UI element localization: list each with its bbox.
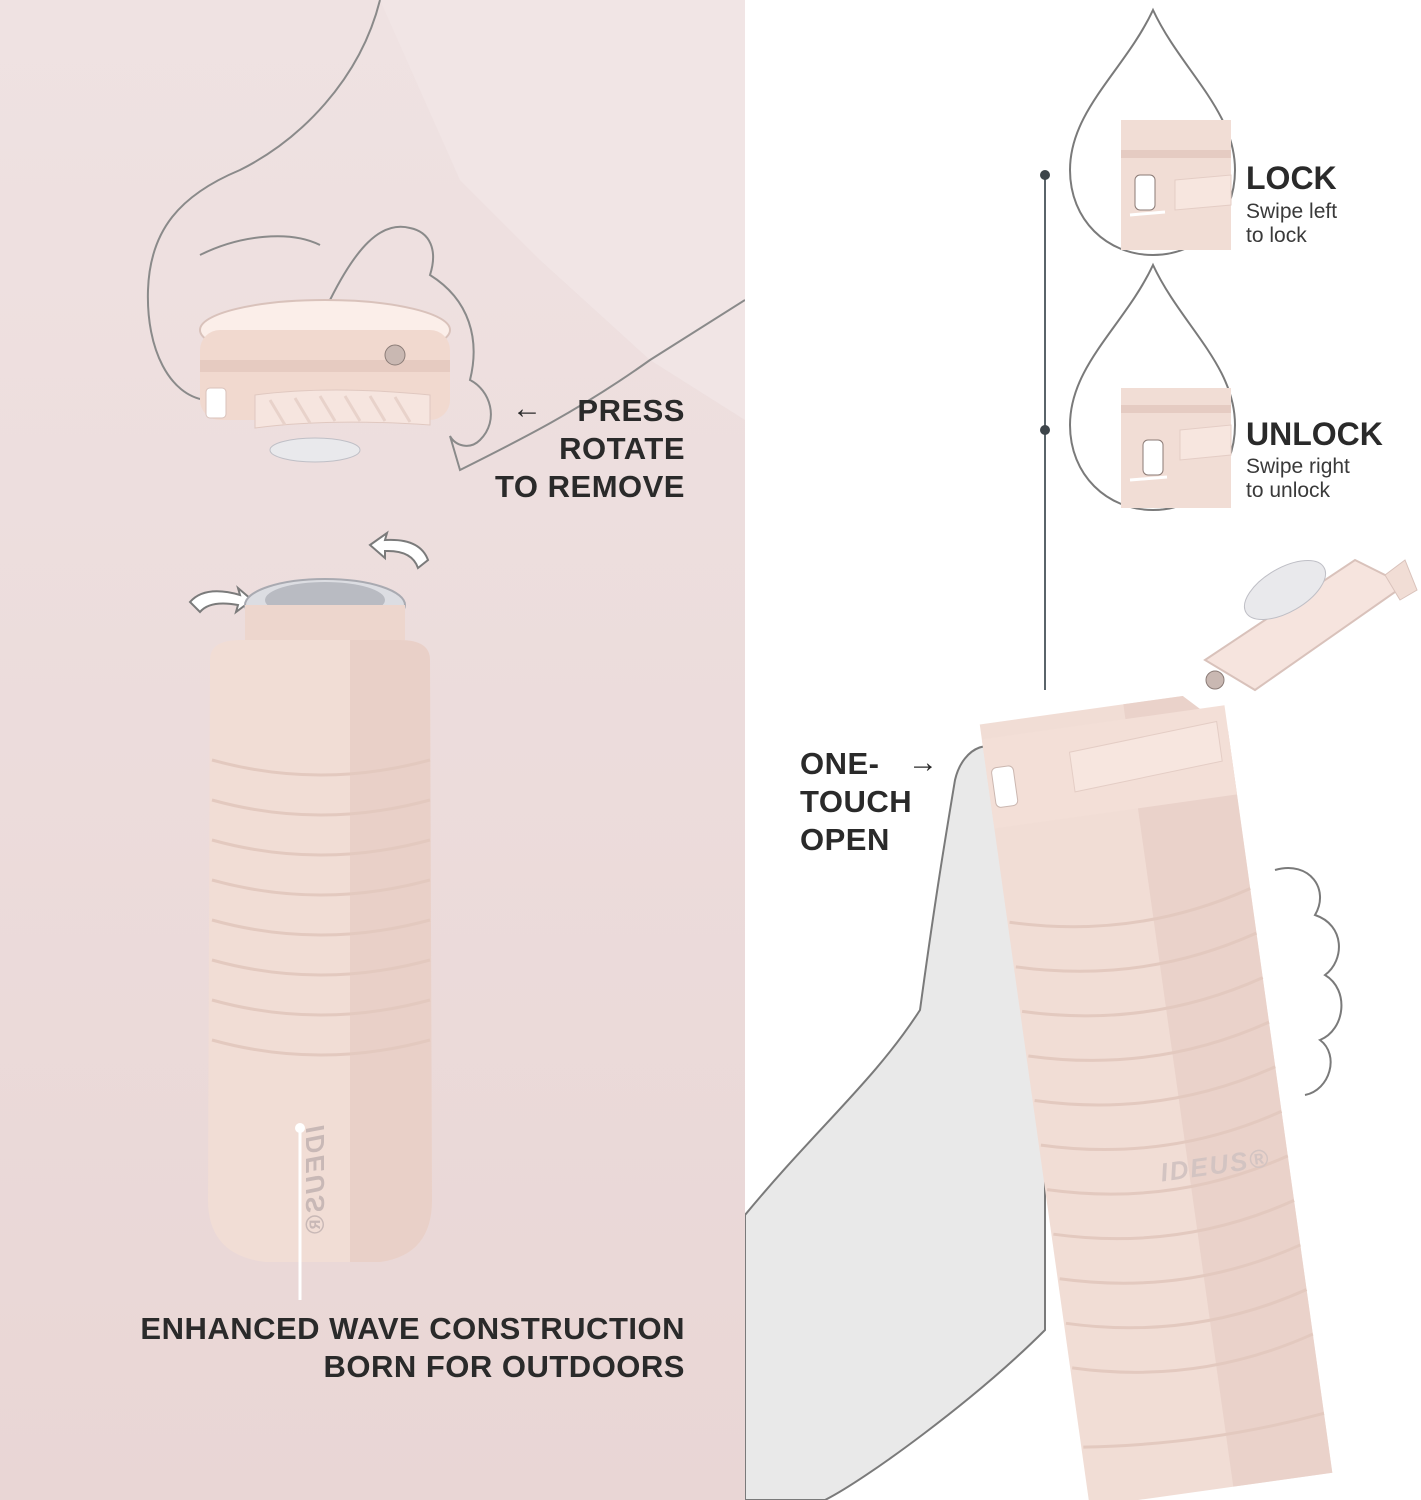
press-rotate-label: PRESS ROTATE TO REMOVE	[470, 392, 685, 505]
onetouch-line-2: TOUCH	[800, 783, 913, 819]
press-label-line-2: ROTATE	[559, 430, 685, 466]
unlock-subtitle-line-1: Swipe right	[1246, 455, 1350, 478]
brand-logo-left: IDEUS®	[300, 1125, 330, 1236]
wave-label-line-2: BORN FOR OUTDOORS	[323, 1348, 685, 1384]
left-illustration	[146, 0, 745, 1300]
press-label-line-1: PRESS	[577, 393, 685, 428]
hand-illustration-right	[745, 745, 1046, 1500]
unlock-subtitle: Swipe right to unlock	[1246, 455, 1406, 503]
onetouch-line-1: ONE-	[800, 746, 880, 781]
open-lid-illustration	[1203, 558, 1418, 692]
rotate-arrow-left	[188, 585, 254, 615]
wave-label-line-1: ENHANCED WAVE CONSTRUCTION	[140, 1311, 685, 1346]
lock-subtitle-line-2: to lock	[1246, 224, 1307, 248]
lock-subtitle: Swipe left to lock	[1246, 200, 1406, 248]
unlock-title: UNLOCK	[1246, 416, 1383, 452]
press-label-line-3: TO REMOVE	[495, 468, 685, 504]
lock-drop-illustration	[1068, 7, 1237, 257]
lid-illustration	[199, 299, 451, 463]
right-panel	[745, 0, 1421, 1500]
bottle-illustration-right	[979, 695, 1333, 1500]
one-touch-open-label: ONE- TOUCH OPEN	[800, 745, 912, 858]
unlock-drop-illustration	[1068, 262, 1237, 512]
unlock-subtitle-line-2: to unlock	[1246, 479, 1331, 503]
right-illustration	[745, 7, 1418, 1500]
press-arrow-icon: ←	[512, 392, 542, 425]
hand-outline-top	[146, 0, 745, 472]
onetouch-line-3: OPEN	[800, 821, 890, 857]
left-panel: ← PRESS ROTATE TO REMOVE IDEUS® ENHANCED…	[0, 0, 745, 1500]
bottle-illustration-left	[208, 578, 432, 1300]
wave-construction-label: ENHANCED WAVE CONSTRUCTION BORN FOR OUTD…	[60, 1310, 685, 1386]
onetouch-arrow-icon: →	[908, 746, 938, 779]
lock-subtitle-line-1: Swipe left	[1246, 200, 1338, 223]
rotate-arrow-right	[368, 530, 430, 570]
lock-title: LOCK	[1246, 160, 1337, 196]
